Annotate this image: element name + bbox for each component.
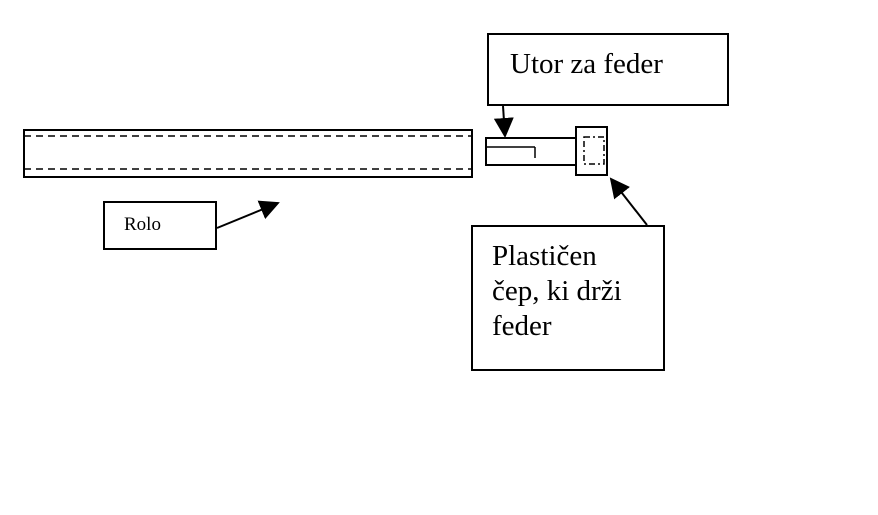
roller-tube (23, 129, 473, 178)
arrow-plastic-cap (609, 177, 648, 226)
arrow-spring-slot (493, 105, 514, 138)
spring-slot-label-box: Utor za feder (487, 33, 729, 106)
plastic-cap-inner-dashed (583, 136, 605, 165)
plastic-cap-label-box: Plastičen čep, ki drži feder (471, 225, 665, 371)
roller-label-box: Rolo (103, 201, 217, 250)
plastic-cap-label-line-2: čep, ki drži (492, 275, 622, 307)
plastic-cap-label-line-3: feder (492, 310, 552, 342)
arrow-roller (216, 200, 280, 229)
spring-shaft (485, 137, 578, 166)
plastic-cap-label-line-1: Plastičen (492, 240, 597, 272)
plastic-cap (575, 126, 608, 176)
spring-slot-label: Utor za feder (510, 48, 663, 80)
roller-label: Rolo (124, 214, 161, 235)
